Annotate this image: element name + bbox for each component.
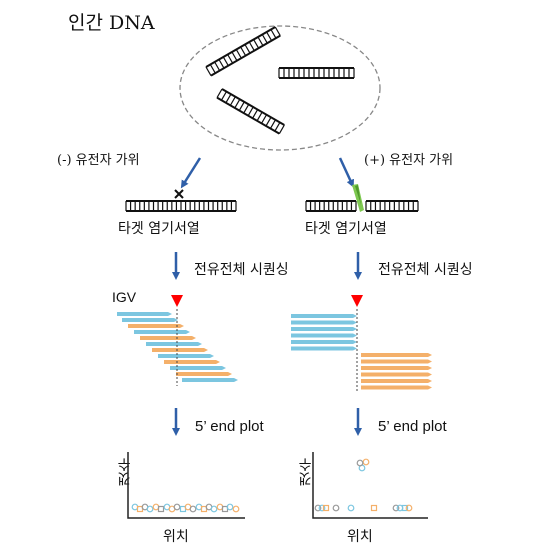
read-bar [361,372,432,377]
plot-point [322,504,330,512]
read-bar [152,348,208,352]
igv-label: IGV [112,289,137,305]
target-strand-right [305,200,419,212]
condition-label-positive: (+) 유전자 가위 [364,153,454,168]
read-bar [291,340,357,344]
read-bar [361,359,432,364]
x-mark-icon [174,189,184,199]
plot-label-right: 5’ end plot [378,418,447,435]
plot-axes-right [312,452,428,519]
igv-reads-right [291,314,432,390]
plot-point [370,504,378,512]
dna-ellipse-group [179,25,381,151]
plot-point [347,504,355,512]
plot-point [392,504,400,512]
read-bar [291,346,357,351]
dna-strands [205,26,355,135]
read-bar [361,366,432,370]
title: 인간 DNA [68,12,155,34]
x-axis-label-right: 위치 [347,529,373,545]
target-strand-left [125,200,237,212]
plot-point [146,505,154,513]
plot-point [173,503,181,511]
read-bar [361,353,432,357]
down-triangle-icon [351,295,363,307]
plot-points-right [314,458,413,512]
read-bar [176,372,232,376]
plot-point [362,458,370,466]
plot-point [318,504,326,512]
down-triangle-icon [171,295,183,307]
read-bar [291,333,357,338]
plot-point [401,504,409,512]
read-bar [122,318,178,322]
arrow-icon [338,157,354,188]
plot-point [210,505,218,513]
plot-point [232,505,240,513]
condition-label-negative: (-) 유전자 가위 [57,153,140,168]
sequencing-label-right: 전유전체 시퀀싱 [378,262,473,278]
dna-strand [205,26,281,77]
plot-point [405,504,413,512]
dna-strand [305,200,357,212]
x-axis-label-left: 위치 [163,529,189,545]
dna-ellipse [179,25,381,151]
read-bar [291,314,357,318]
read-bar [117,312,172,316]
plot-point [332,504,340,512]
plot-points-left [131,503,240,513]
arrow-icon [180,157,202,189]
plot-label-left: 5’ end plot [195,418,264,435]
plot-point [157,505,165,513]
read-bar [158,354,214,358]
target-label-left: 타겟 염기서열 [118,221,200,237]
plot-axes-left [127,452,245,519]
read-bar [291,327,357,331]
read-bar [182,378,238,382]
read-bar [146,342,202,346]
read-bar [361,379,432,383]
read-bar [291,320,357,325]
read-bar [170,366,226,370]
read-bar [128,324,184,328]
plot-point [356,459,364,467]
plot-point [226,503,234,511]
dna-strand [216,88,285,135]
sequencing-label-left: 전유전체 시퀀싱 [194,262,289,278]
read-bar [164,360,220,364]
dna-strand [365,200,419,212]
read-bar [134,330,190,334]
dna-strand [125,200,237,212]
scissors-icon [352,184,364,212]
igv-reads-left [117,312,238,382]
target-label-right: 타겟 염기서열 [305,221,387,237]
dna-strand [278,67,355,79]
plot-point [314,504,322,512]
read-bar [140,336,196,340]
plot-point [189,505,197,513]
read-bar [361,385,432,390]
